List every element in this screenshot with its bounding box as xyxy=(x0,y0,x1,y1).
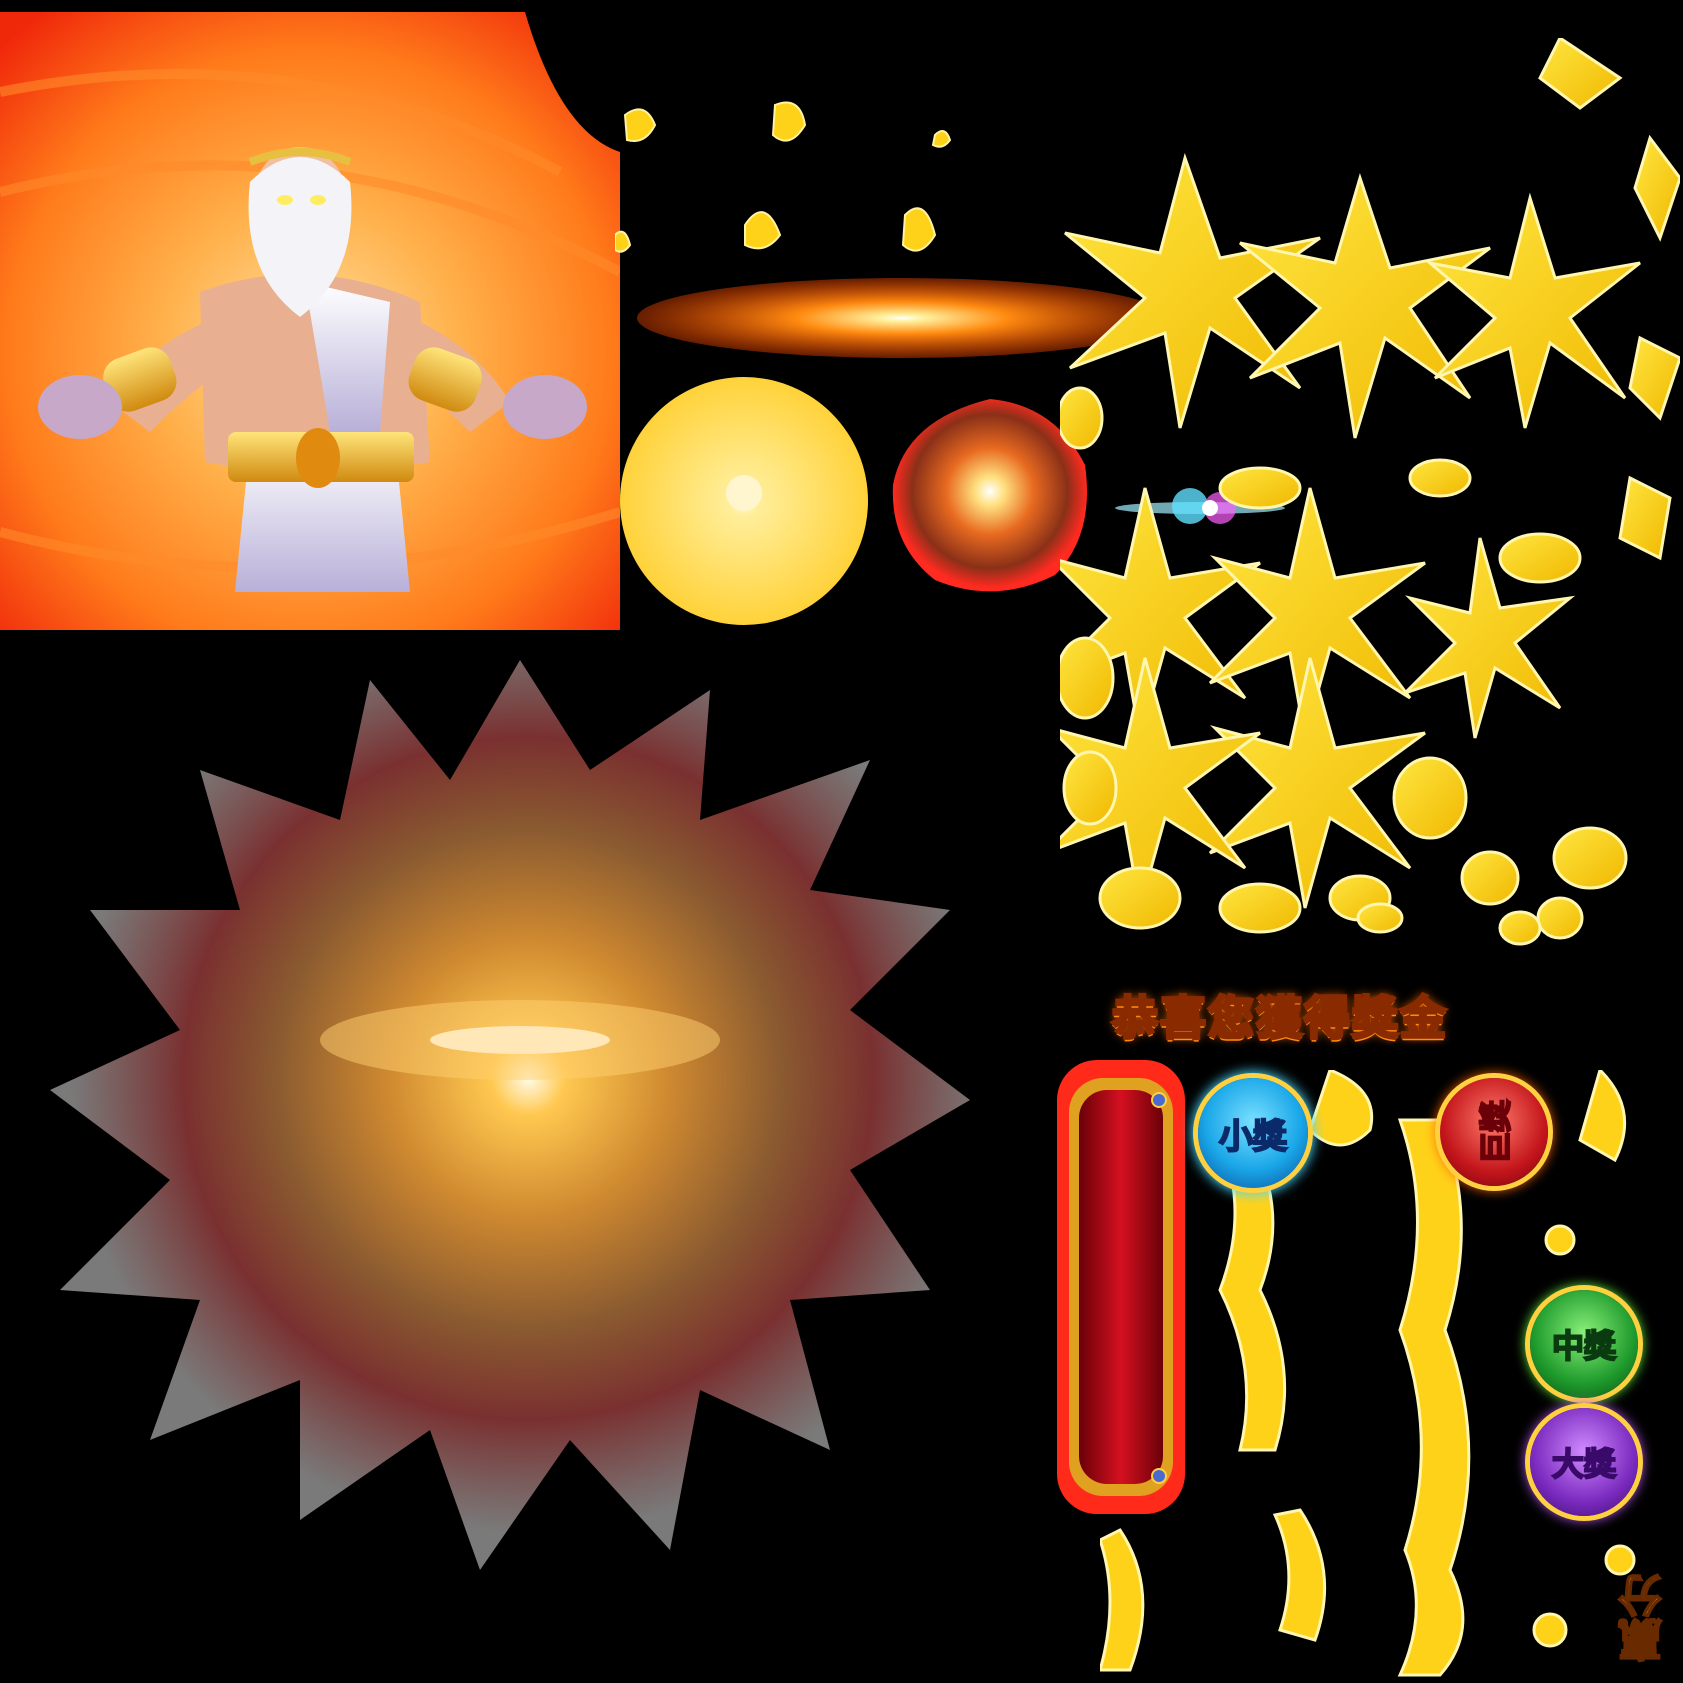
badge-major-label: 中獎 xyxy=(1551,1326,1617,1366)
lightning-column-sprites xyxy=(1100,1070,1660,1680)
badge-minor: 小獎 xyxy=(1198,1078,1308,1188)
badge-grand: 巨獎 xyxy=(1440,1078,1548,1186)
small-flame-sprites xyxy=(615,95,955,270)
badge-minor-label: 小獎 xyxy=(1218,1116,1288,1158)
congratulations-banner: 恭喜您獲得獎金 xyxy=(1060,975,1500,1055)
win-label-text: 贏分 xyxy=(1618,1573,1671,1663)
badge-mega-label: 大獎 xyxy=(1551,1444,1617,1484)
explosion-burst xyxy=(50,650,980,1575)
banner-title: 恭喜您獲得獎金 xyxy=(1111,990,1448,1047)
badge-grand-label: 巨獎 xyxy=(1476,1099,1516,1165)
lens-flare xyxy=(635,268,1170,368)
badge-major: 中獎 xyxy=(1530,1290,1638,1398)
red-gold-frame xyxy=(1055,1058,1187,1516)
badge-mega: 大獎 xyxy=(1530,1408,1638,1516)
zeus-portrait xyxy=(0,12,620,630)
win-label: 贏分 xyxy=(1610,1555,1680,1680)
lightning-bolt-sheet xyxy=(1060,38,1680,958)
fireball xyxy=(885,395,1095,600)
glow-orb xyxy=(618,375,870,627)
